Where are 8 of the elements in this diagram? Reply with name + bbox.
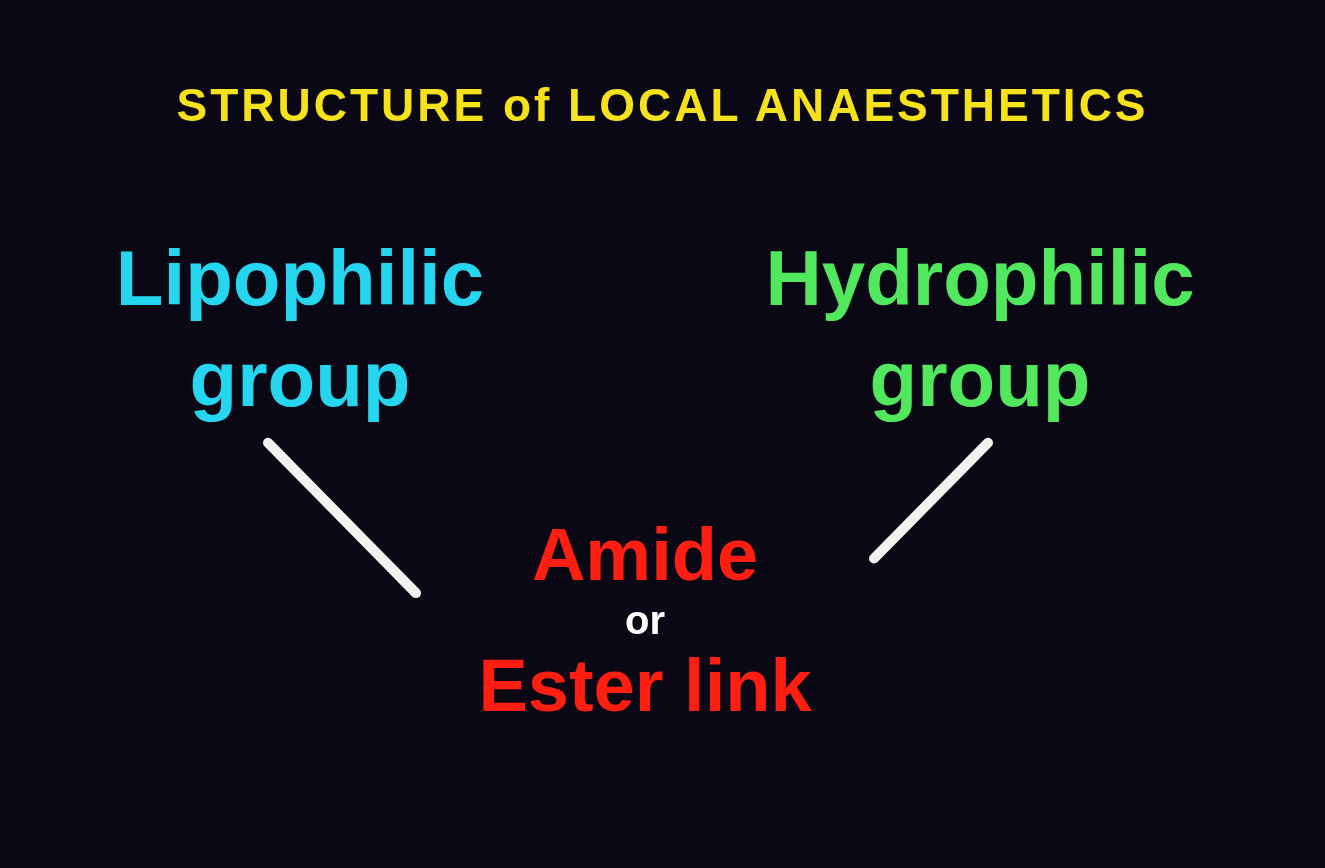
connector-line: [869, 437, 993, 564]
node-label: Lipophilic group: [80, 228, 520, 431]
title: STRUCTURE of LOCAL ANAESTHETICS: [176, 78, 1149, 132]
node-label: Hydrophilic group: [720, 228, 1240, 431]
node-label: Amide: [531, 512, 759, 598]
node-label: or: [625, 597, 665, 644]
node-label: Ester link: [478, 643, 812, 729]
connector-line: [263, 437, 421, 599]
